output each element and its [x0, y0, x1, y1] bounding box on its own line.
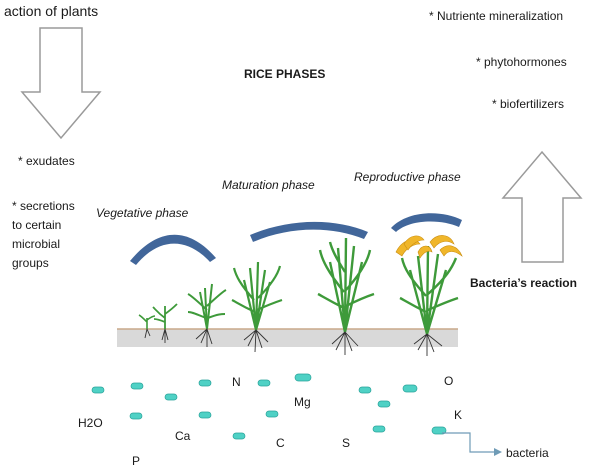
rice-plant-seedling-2 — [152, 303, 178, 329]
plants-item-exudates: * exudates — [18, 154, 75, 168]
phase-label-maturation: Maturation phase — [222, 178, 315, 192]
nutrient-label-ca: Ca — [175, 429, 191, 443]
soil-band — [117, 329, 458, 347]
rice-flower-panicles — [395, 235, 463, 259]
nutrient-label-c: C — [276, 436, 285, 450]
nutrient-label-mg: Mg — [294, 395, 311, 409]
bacterium — [431, 426, 447, 435]
bacteria-cluster — [91, 373, 447, 440]
nutrient-label-o: O — [444, 374, 453, 388]
bacteria-item-biofertilizers: * biofertilizers — [492, 97, 564, 111]
plants-item-microbial: microbial — [12, 237, 60, 251]
plants-item-secretions: * secretions — [12, 199, 75, 213]
bacterium — [372, 425, 386, 433]
phase-label-vegetative: Vegetative phase — [96, 206, 189, 220]
bacterium — [129, 412, 143, 420]
bacterium — [358, 386, 372, 394]
diagram-title: RICE PHASES — [244, 67, 325, 81]
bacterium — [198, 379, 212, 387]
rice-plant-seedling-1 — [138, 314, 156, 329]
bacteria-item-phytohormones: * phytohormones — [476, 55, 567, 69]
phase-arc-maturation — [250, 221, 368, 242]
rice-plant-young — [187, 283, 227, 330]
nutrient-label-n: N — [232, 375, 241, 389]
nutrient-label-k: K — [454, 408, 462, 422]
bacteria-label: bacteria — [506, 446, 549, 460]
bacteria-pointer-arrow — [442, 432, 494, 453]
nutrient-label-h2o: H2O — [78, 416, 103, 430]
up-arrow-icon — [501, 150, 583, 263]
bacterium — [257, 379, 271, 387]
bacterium — [232, 432, 246, 440]
bacterium — [294, 373, 312, 382]
bacterium — [377, 400, 391, 408]
plants-item-to-certain: to certain — [12, 218, 61, 232]
bacteria-pointer-head — [494, 448, 502, 456]
phase-label-reproductive: Reproductive phase — [354, 170, 461, 184]
rice-plant-mature — [317, 237, 375, 333]
nutrient-label-s: S — [342, 436, 350, 450]
bacterium — [91, 386, 105, 394]
rice-plant-flowering — [395, 235, 463, 335]
bacterium — [130, 382, 144, 390]
plants-item-groups: groups — [12, 256, 49, 270]
phase-arc-vegetative — [130, 234, 216, 265]
plant-roots — [144, 328, 443, 356]
bacterium — [198, 411, 212, 419]
plants-action-heading: action of plants — [4, 3, 98, 19]
bacterium — [265, 410, 279, 418]
nutrient-label-p: P — [132, 454, 140, 468]
bacteria-item-mineralization: * Nutriente mineralization — [429, 9, 563, 23]
bacterium — [402, 384, 418, 393]
down-arrow-icon — [20, 27, 102, 140]
bacteria-reaction-label: Bacteria’s reaction — [470, 276, 577, 290]
phase-arc-reproductive — [391, 213, 462, 232]
bacterium — [164, 393, 178, 401]
rice-plant-tillering — [231, 261, 283, 331]
